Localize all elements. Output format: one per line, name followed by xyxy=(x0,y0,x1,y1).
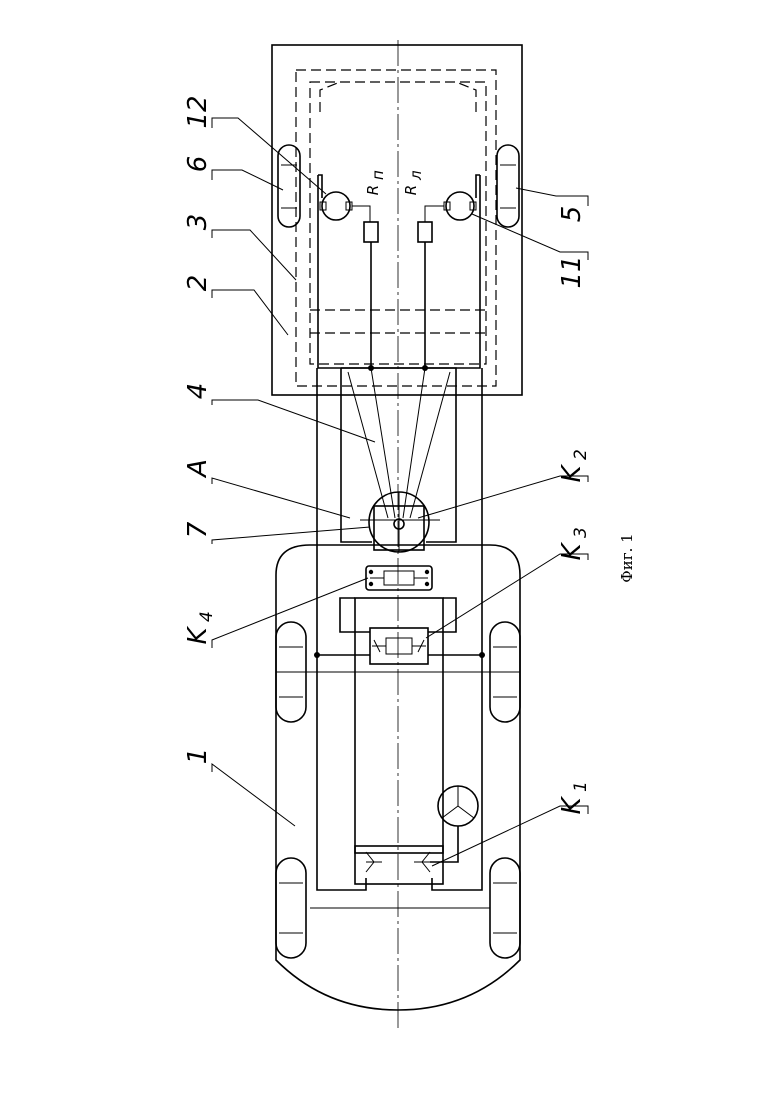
label-3: 3 xyxy=(183,214,213,231)
svg-text:л: л xyxy=(407,170,425,181)
wire-tractor-outer-right xyxy=(432,545,482,890)
k1-block xyxy=(355,846,443,884)
wire-trailer-loop xyxy=(318,175,480,368)
svg-text:п: п xyxy=(369,170,387,180)
label-12: 12 xyxy=(183,95,213,128)
brake-chamber-right xyxy=(444,192,476,220)
brake-chamber-left xyxy=(320,192,352,220)
figure-caption: Фиг. 1 xyxy=(618,533,636,582)
svg-text:4: 4 xyxy=(197,611,217,622)
trailer-wheel-left xyxy=(278,145,300,227)
label-7: 7 xyxy=(183,521,213,538)
gauge-icon xyxy=(438,786,478,826)
svg-text:1: 1 xyxy=(571,781,591,792)
label-2: 2 xyxy=(183,275,213,292)
label-k4: K 4 xyxy=(183,611,217,644)
label-6: 6 xyxy=(183,156,213,173)
svg-text:K: K xyxy=(557,464,587,483)
label-k2: K 2 xyxy=(557,449,591,482)
label-5: 5 xyxy=(557,206,587,223)
resistor-r-p xyxy=(364,222,378,242)
svg-text:K: K xyxy=(183,626,213,645)
trailer-body-dashed xyxy=(296,70,496,386)
tractor-frame xyxy=(355,598,443,853)
svg-text:3: 3 xyxy=(571,527,591,538)
label-a: A xyxy=(183,459,213,479)
svg-text:K: K xyxy=(557,796,587,815)
label-4: 4 xyxy=(183,383,213,400)
svg-text:K: K xyxy=(557,542,587,561)
svg-text:2: 2 xyxy=(571,449,591,460)
wire-tractor-right xyxy=(428,598,456,632)
trailer-wheel-right xyxy=(497,145,519,227)
label-k1: K 1 xyxy=(557,781,591,814)
label-r-l: R л xyxy=(402,170,425,195)
tractor-wheel-rear-left xyxy=(276,858,306,958)
wire-tractor-outer-left xyxy=(317,545,366,890)
svg-text:R: R xyxy=(364,185,382,195)
label-11: 11 xyxy=(557,255,587,288)
k4-resistor xyxy=(384,571,414,585)
label-k3: K 3 xyxy=(557,527,591,560)
tractor-wheel-rear-right xyxy=(490,858,520,958)
svg-text:R: R xyxy=(402,185,420,195)
resistor-r-l xyxy=(418,222,432,242)
k3-resistor xyxy=(386,638,412,654)
label-r-p: R п xyxy=(364,170,387,195)
label-1: 1 xyxy=(183,748,213,765)
